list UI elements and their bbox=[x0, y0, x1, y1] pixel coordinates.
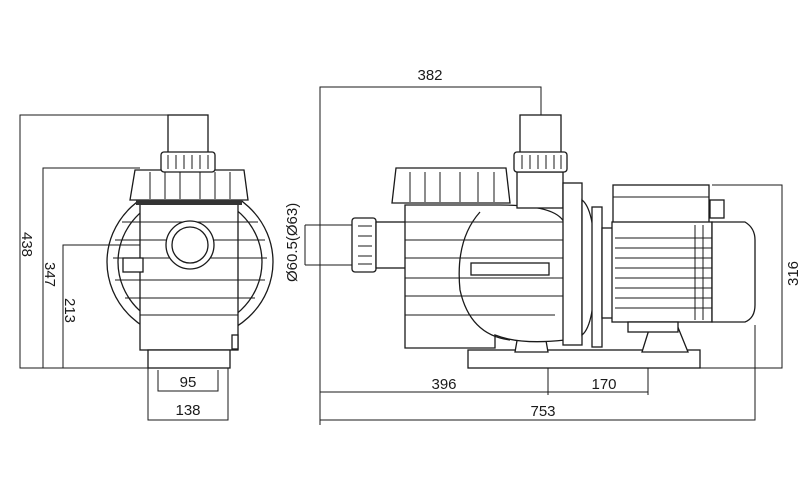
flange-2 bbox=[591, 206, 603, 348]
inlet-port bbox=[165, 220, 215, 270]
dim-138: 138 bbox=[175, 402, 200, 419]
front-view: 438 347 213 95 138 bbox=[18, 114, 274, 421]
outlet-pipe bbox=[167, 114, 209, 154]
dim-95: 95 bbox=[180, 374, 197, 391]
dim-170: 170 bbox=[591, 376, 616, 393]
side-view: 382 Ø60.5(Ø63) 316 396 170 753 bbox=[284, 67, 800, 425]
flange-1 bbox=[562, 182, 583, 346]
pump-housing bbox=[404, 204, 566, 349]
dim-213: 213 bbox=[61, 298, 78, 323]
dim-347: 347 bbox=[41, 262, 58, 287]
dim-316: 316 bbox=[785, 261, 800, 286]
dim-438: 438 bbox=[18, 232, 35, 257]
base-foot bbox=[467, 349, 701, 369]
side-outlet-pipe bbox=[519, 114, 562, 154]
cable-gland bbox=[709, 199, 725, 219]
dim-382: 382 bbox=[417, 67, 442, 84]
dim-753: 753 bbox=[530, 403, 555, 420]
side-lid bbox=[391, 167, 511, 204]
motor-end-cap bbox=[711, 221, 756, 323]
label-plate bbox=[470, 262, 550, 276]
outlet-union bbox=[160, 151, 216, 173]
side-dimension-lines bbox=[319, 86, 783, 425]
front-base bbox=[147, 349, 231, 369]
motor-body bbox=[611, 221, 713, 323]
dim-396: 396 bbox=[431, 376, 456, 393]
terminal-box bbox=[612, 184, 710, 224]
outlet-neck bbox=[516, 171, 564, 209]
dim-pipe-diameter: Ø60.5(Ø63) bbox=[284, 203, 301, 282]
